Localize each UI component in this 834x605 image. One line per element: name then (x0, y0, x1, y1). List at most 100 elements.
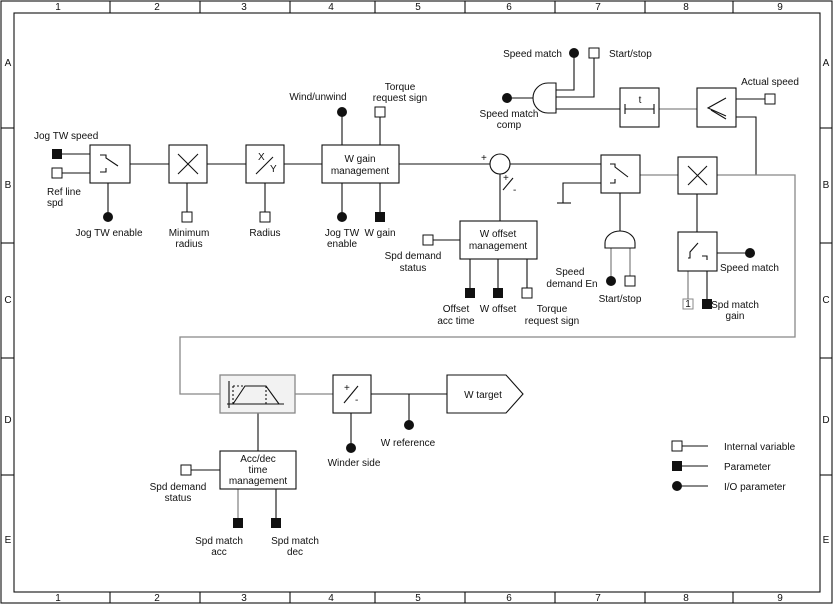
label-offset-acc-time: acc time (437, 316, 475, 327)
legend-parameter: Parameter (724, 462, 771, 473)
label-jog-tw-enable: enable (327, 239, 357, 250)
w-target-output: W target (446, 374, 524, 414)
label-actual-speed: Actual speed (741, 77, 799, 88)
internal-variable-square (51, 167, 63, 179)
legend-filled-circle-icon (672, 481, 682, 491)
label-minimum-radius: radius (175, 239, 202, 250)
label-spd-match-gain: Spd match (711, 300, 759, 311)
label-minimum-radius: Minimum (169, 228, 210, 239)
comparator-block (696, 87, 737, 128)
parameter-square (465, 288, 475, 298)
row-label: A (823, 58, 830, 69)
label-spd-match-dec: dec (287, 547, 303, 558)
w-gain-management-block: W gain management (321, 144, 400, 184)
col-label: 6 (506, 2, 512, 13)
internal-variable-square (374, 106, 386, 118)
col-label: 5 (415, 593, 421, 604)
block-label: W target (464, 390, 502, 401)
plus-sign: + (503, 173, 509, 184)
timer-block: t (619, 87, 660, 128)
label-jog-tw-speed: Jog TW speed (34, 131, 98, 142)
row-label: D (4, 415, 11, 426)
row-label: B (823, 180, 830, 191)
summing-junction: + + - (481, 153, 516, 196)
label-spd-demand-status: Spd demand (385, 251, 442, 262)
label-spd-demand-status: Spd demand (150, 482, 207, 493)
io-parameter-dot (404, 420, 414, 430)
io-parameter-dot (337, 212, 347, 222)
io-parameter-dot (606, 276, 616, 286)
divider-block: X Y (245, 144, 285, 184)
block-label: t (639, 95, 642, 106)
row-label: D (822, 415, 829, 426)
row-label: E (5, 535, 12, 546)
col-label: 4 (328, 593, 334, 604)
label-spd-match-gain: gain (726, 311, 745, 322)
plus-sign: + (344, 383, 350, 394)
plus-sign: + (481, 153, 487, 164)
wires (57, 53, 765, 523)
label-speed-demand-en: demand En (546, 279, 597, 290)
parameter-square (271, 518, 281, 528)
legend-io-parameter: I/O parameter (724, 482, 786, 493)
block-label: Acc/dec (240, 454, 276, 465)
col-label: 7 (595, 2, 601, 13)
ramp-block (219, 374, 296, 414)
label-w-offset: W offset (480, 304, 517, 315)
row-label: C (4, 295, 11, 306)
label-wind-unwind: Wind/unwind (289, 92, 346, 103)
io-parameter-dot (745, 248, 755, 258)
col-label: 1 (55, 593, 61, 604)
row-label: B (5, 180, 12, 191)
constant-box (682, 298, 694, 310)
label-w-gain: W gain (364, 228, 395, 239)
label-spd-match-acc: Spd match (195, 536, 243, 547)
label-speed-match: Speed match (720, 263, 779, 274)
col-label: 1 (55, 2, 61, 13)
internal-variable-square (422, 234, 434, 246)
io-parameter-dot (103, 212, 113, 222)
y-label: Y (270, 164, 277, 175)
internal-variable-square (521, 287, 533, 299)
speed-demand-switch-block (600, 154, 641, 194)
col-label: 8 (683, 593, 689, 604)
label-start-stop: Start/stop (599, 294, 642, 305)
internal-variable-square (181, 211, 193, 223)
accdec-time-management-block: Acc/dec time management (219, 450, 297, 490)
col-label: 4 (328, 2, 334, 13)
legend: Internal variable Parameter I/O paramete… (671, 440, 796, 493)
parameter-square (375, 212, 385, 222)
label-spd-match-dec: Spd match (271, 536, 319, 547)
col-label: 3 (241, 2, 247, 13)
col-label: 2 (154, 2, 160, 13)
col-label: 5 (415, 2, 421, 13)
row-label: E (823, 535, 830, 546)
jog-switch-block (89, 144, 131, 184)
row-label: A (5, 58, 12, 69)
and-gate-speed-demand (604, 230, 636, 249)
col-label: 9 (777, 2, 783, 13)
label-spd-match-acc: acc (211, 547, 227, 558)
minus-sign: - (355, 395, 358, 406)
row-label: C (822, 295, 829, 306)
label-spd-demand-status: status (400, 263, 427, 274)
label-speed-match: Speed match (503, 49, 562, 60)
io-parameter-dot (337, 107, 347, 117)
label-jog-tw-enable: Jog TW enable (75, 228, 143, 239)
internal-variable-square (588, 47, 600, 59)
col-label: 7 (595, 593, 601, 604)
terminals: 1 (51, 47, 776, 528)
internal-variable-square (764, 93, 776, 105)
block-label: W offset (480, 229, 517, 240)
parameter-square (702, 299, 712, 309)
label-spd-demand-status: status (165, 493, 192, 504)
multiplier-block (168, 144, 208, 184)
io-parameter-dot (569, 48, 579, 58)
label-torque-request-sign: request sign (525, 316, 579, 327)
parameter-square (52, 149, 62, 159)
col-label: 9 (777, 593, 783, 604)
label-torque-request-sign: Torque (385, 82, 416, 93)
label-ref-line-spd: spd (47, 198, 63, 209)
signal-labels: Jog TW speed Ref line spd Jog TW enable … (34, 49, 799, 558)
